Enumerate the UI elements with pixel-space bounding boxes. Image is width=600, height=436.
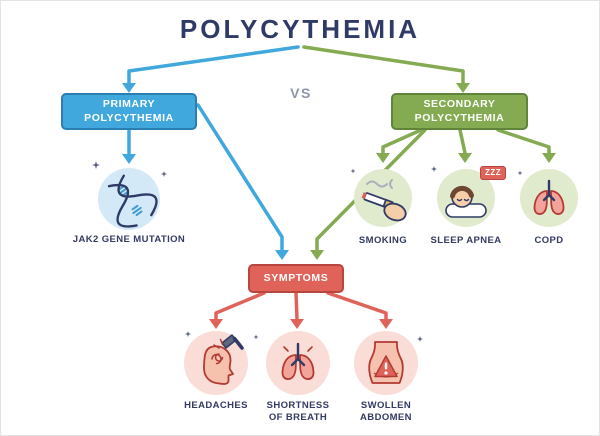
arrow-symptoms-to-abdomen: [326, 291, 393, 329]
sparkle-icon: [161, 171, 167, 177]
secondary-polycythemia-box: SECONDARY POLYCYTHEMIA: [391, 93, 528, 130]
arrow-primary-to-symptoms: [196, 103, 289, 260]
dna-icon: [98, 168, 160, 230]
copd-label: COPD: [534, 235, 564, 246]
arrow-title-to-primary: [122, 45, 300, 93]
shortness-of-breath-label: SHORTNESS OF BREATH: [266, 400, 330, 423]
headaches-label: HEADACHES: [184, 400, 248, 411]
vs-label: VS: [290, 85, 312, 101]
jak2-gene-mutation-label: JAK2 GENE MUTATION: [72, 234, 186, 245]
copd-lungs-icon: [520, 169, 578, 227]
headaches-icon: [184, 331, 248, 395]
smoking-label: SMOKING: [358, 235, 408, 246]
arrow-secondary-to-smoking: [376, 128, 423, 163]
arrow-symptoms-to-headaches: [209, 291, 266, 329]
sparkle-icon: [253, 334, 259, 340]
page-title: POLYCYTHEMIA: [179, 14, 421, 44]
swollen-abdomen-icon: [354, 331, 418, 395]
swollen-abdomen-label: SWOLLEN ABDOMEN: [360, 400, 412, 423]
arrow-primary-to-jak2: [122, 128, 136, 164]
sleep-apnea-icon: [437, 169, 495, 227]
sleep-apnea-label: SLEEP APNEA: [430, 235, 502, 246]
smoking-icon: [354, 169, 412, 227]
arrow-title-to-secondary: [302, 45, 470, 93]
shortness-of-breath-lungs-icon: [266, 331, 330, 395]
symptoms-box: SYMPTOMS: [248, 264, 344, 293]
zzz-badge: ZZZ: [480, 166, 507, 180]
arrow-secondary-to-sleep-apnea: [458, 128, 472, 163]
arrow-secondary-to-copd: [496, 128, 556, 163]
arrow-symptoms-to-breath: [290, 291, 304, 329]
primary-polycythemia-box: PRIMARY POLYCYTHEMIA: [61, 93, 197, 130]
